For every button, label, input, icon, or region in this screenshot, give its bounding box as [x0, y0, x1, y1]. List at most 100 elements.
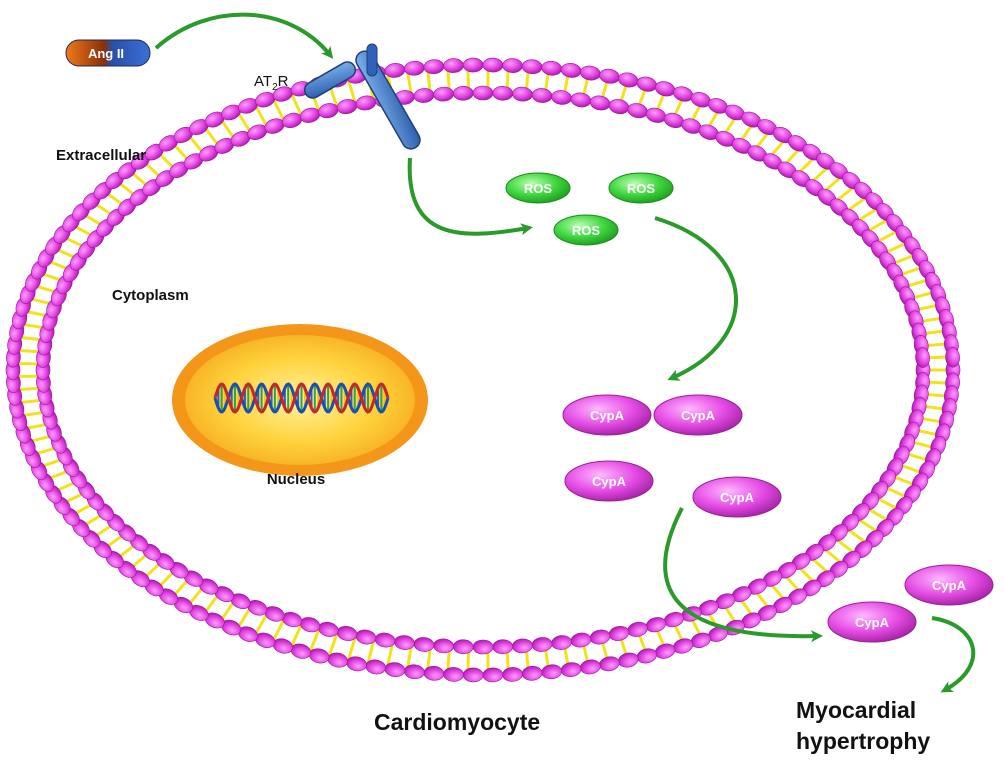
lipid-tail — [900, 463, 922, 475]
lipid-tail — [272, 99, 285, 121]
lipid-head — [655, 81, 676, 97]
lipid-tail — [157, 570, 176, 589]
outcome-line2: hypertrophy — [796, 728, 930, 754]
lipid-tail — [446, 649, 451, 672]
lipid-head — [560, 63, 582, 78]
lipid-head — [492, 85, 514, 101]
lipid-head — [521, 666, 543, 681]
lipid-head — [433, 86, 454, 102]
receptor-label: AT2R — [254, 73, 289, 93]
lipid-head — [645, 617, 667, 633]
cypa-label: CypA — [681, 408, 716, 423]
lipid-head — [531, 637, 553, 652]
dna-icon — [213, 382, 390, 414]
lipid-tail — [17, 386, 41, 392]
lipid-tail — [835, 186, 855, 202]
cypa-molecule: CypA — [562, 394, 652, 436]
lipid-head — [492, 639, 514, 655]
lipid-head — [608, 99, 630, 115]
lipid-head — [443, 58, 464, 73]
lipid-tail — [22, 410, 45, 418]
lipid-head — [663, 112, 684, 129]
ros-molecule: ROS — [553, 214, 619, 246]
lipid-head — [452, 85, 474, 101]
lipid-head — [512, 86, 533, 102]
lipid-tail — [254, 613, 268, 635]
ros-label: ROS — [524, 181, 553, 196]
at2r-receptor-icon — [303, 43, 421, 150]
lipid-tail — [220, 600, 236, 621]
lipid-tail — [810, 556, 830, 574]
lipid-head — [512, 638, 533, 654]
lipid-head — [462, 667, 484, 683]
nucleus — [172, 324, 428, 476]
lipid-tail — [867, 507, 889, 522]
lipid-head — [541, 664, 562, 680]
lipid-head — [502, 58, 523, 73]
ang-ii-label: Ang II — [88, 46, 124, 61]
lipid-tail — [876, 230, 898, 243]
lipid-tail — [347, 637, 357, 660]
lipid-head — [452, 639, 474, 655]
lipid-tail — [40, 457, 63, 468]
lipid-head — [618, 652, 639, 668]
lipid-tail — [386, 643, 394, 666]
lipid-tail — [823, 175, 843, 193]
pathway-arrows — [154, 12, 976, 693]
cypa-molecule: CypA — [692, 476, 782, 518]
lipid-tail — [446, 68, 451, 91]
lipid-head — [551, 635, 572, 650]
lipid-head — [433, 638, 454, 654]
dna-strand — [213, 382, 390, 414]
dna-strand — [213, 382, 390, 414]
lipid-tail — [916, 303, 939, 312]
lipid-tail — [366, 640, 375, 664]
lipid-tail — [797, 156, 816, 175]
cypa-label: CypA — [720, 490, 755, 505]
lipid-tail — [926, 380, 949, 385]
lipid-tail — [823, 547, 843, 565]
lipid-head — [502, 667, 523, 682]
lipid-head — [423, 666, 445, 681]
lipid-head — [599, 68, 620, 84]
lipid-tail — [29, 297, 52, 306]
lipid-tail — [466, 68, 471, 91]
ang-ii-molecule: Ang II — [65, 39, 151, 67]
lipid-tail — [835, 538, 855, 554]
lipid-head — [627, 621, 648, 637]
cell-label: Cardiomyocyte — [374, 709, 540, 735]
lipid-tail — [906, 278, 929, 288]
lipid-tail — [426, 69, 432, 93]
lipid-head — [627, 103, 648, 119]
cypa-label: CypA — [932, 578, 967, 593]
lipid-tail — [290, 93, 303, 116]
lipid-tail — [885, 486, 907, 499]
lipid-head — [673, 638, 694, 654]
lipid-tail — [926, 355, 949, 360]
lipid-head — [570, 92, 592, 108]
cypa-label: CypA — [590, 408, 625, 423]
lipid-tail — [55, 247, 77, 260]
lipid-tail — [893, 253, 915, 265]
lipid-tail — [920, 416, 943, 424]
lipid-tail — [347, 80, 357, 103]
lipid-head — [580, 659, 601, 675]
lipid-head — [551, 90, 572, 105]
lipid-head — [945, 346, 960, 368]
ros-label: ROS — [572, 223, 601, 238]
lipid-tail — [187, 586, 205, 606]
arrow-receptor-to-ros — [407, 157, 533, 236]
lipid-tail — [885, 241, 907, 254]
lipid-tail — [911, 440, 934, 450]
lipid-head — [580, 65, 601, 81]
lipid-head — [915, 347, 930, 368]
arrow-cypa-exit — [663, 507, 823, 643]
lipid-head — [531, 88, 553, 103]
lipid-tail — [237, 112, 252, 133]
lipid-tail — [923, 404, 946, 411]
lipid-tail — [309, 629, 321, 652]
lipid-tail — [876, 497, 898, 510]
lipid-head — [673, 86, 694, 102]
lipid-tail — [55, 480, 77, 493]
lipid-tail — [19, 398, 42, 405]
